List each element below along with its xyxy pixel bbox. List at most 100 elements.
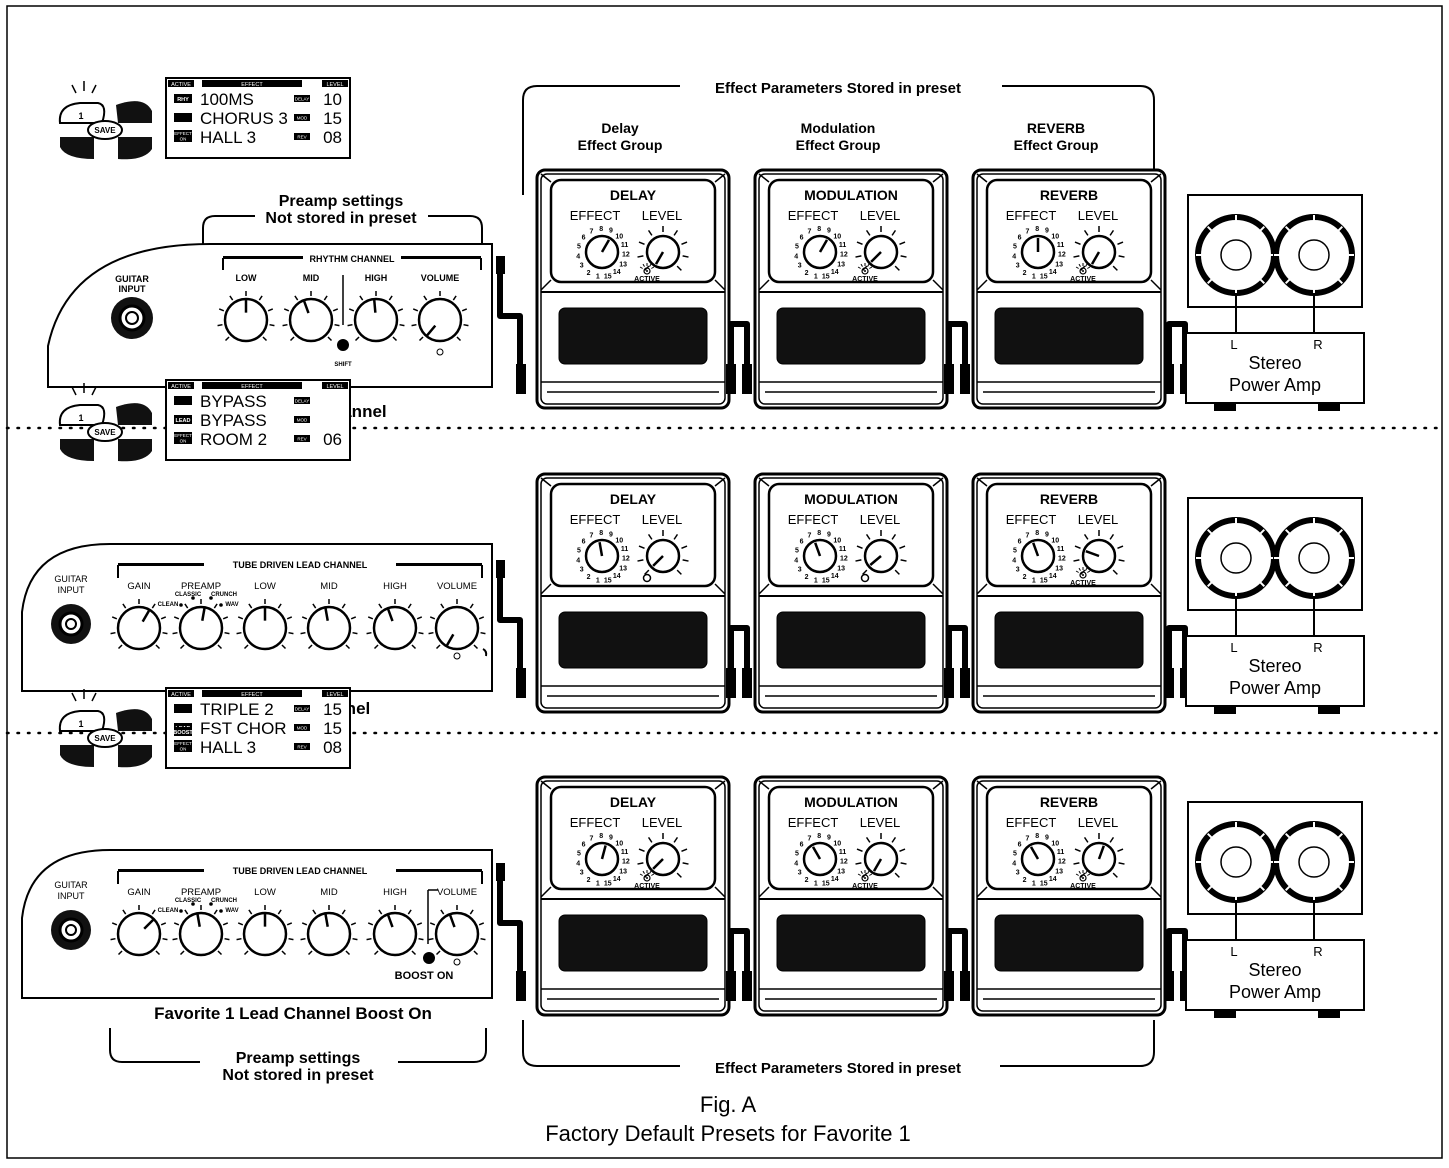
speaker-mark (1207, 833, 1213, 839)
speaker-dustcap (1298, 542, 1330, 574)
dial-number: 8 (1035, 530, 1039, 537)
knob-tick (217, 323, 223, 327)
knob-tick (435, 950, 441, 956)
speaker-mark (1285, 278, 1291, 284)
dial-number: 5 (1013, 850, 1017, 857)
level-tick (865, 836, 871, 843)
preamp-mode-dot (209, 596, 213, 600)
figure-frame (6, 5, 1443, 1159)
dial-number: 2 (587, 574, 591, 581)
power-amp-box (1185, 635, 1365, 707)
knob-tick (350, 616, 357, 620)
knob-tick (407, 603, 412, 609)
lcd-effect-on-badge (174, 130, 192, 142)
knob-tick (282, 323, 288, 327)
knob-body (116, 605, 162, 651)
cable-plug (944, 364, 954, 394)
active-led (861, 874, 869, 882)
cable-preamp-to-delay (497, 568, 523, 670)
pedal-bevel (758, 477, 944, 595)
save-button (87, 728, 123, 748)
cable-reverb-to-amp (1166, 625, 1188, 674)
lcd-line: HALL 3 (200, 738, 256, 757)
dial-number: 9 (609, 835, 613, 842)
active-label: ACTIVE (1070, 276, 1096, 283)
knob-tick (162, 631, 168, 635)
lcd-level: 08 (323, 738, 342, 757)
active-ray (651, 266, 655, 269)
active-ray (857, 873, 861, 876)
preset-button-1-label: 1 (78, 719, 83, 729)
level-tick (638, 848, 645, 853)
channel-title: TUBE DRIVEN LEAD CHANNEL (233, 560, 368, 570)
knob-gain (110, 905, 168, 957)
lcd-tag-text: MOD (297, 418, 308, 423)
active-label: ACTIVE (1070, 883, 1096, 890)
level-tick (900, 862, 907, 865)
speaker-mark (1259, 581, 1265, 587)
knob-label: GAIN (127, 581, 150, 592)
dial-number: 5 (1013, 243, 1017, 250)
level-pointer (870, 251, 882, 263)
dial-number: 1 (814, 274, 818, 281)
active-led (643, 874, 651, 882)
cable-preamp-to-delay (497, 264, 523, 366)
dial-pointer (818, 239, 829, 253)
level-tick (637, 862, 644, 865)
preamp-mode-dot (219, 909, 223, 913)
level-tick (891, 229, 897, 236)
knob-tick (423, 295, 428, 301)
level-tick (1083, 229, 1089, 236)
lcd-header-level (322, 690, 348, 697)
knob-tick (345, 950, 351, 956)
amp-label-stereo: Stereo (1248, 353, 1301, 373)
knob-pointer (387, 608, 394, 622)
pedal-title: REVERB (1040, 187, 1098, 203)
lcd-header-effect (202, 382, 302, 389)
volume-led-mark (482, 648, 488, 657)
knob-tick (281, 950, 287, 956)
dial-number: 2 (587, 270, 591, 277)
cable-plug (742, 971, 752, 1001)
knob-pointer (445, 633, 455, 646)
preamp-mode-dot (179, 603, 183, 607)
preamp-note-top: Preamp settings Not stored in preset (202, 193, 483, 302)
lcd-effect-on-text: EFFECT (174, 433, 192, 438)
lcd-line: BYPASS (200, 411, 267, 430)
cable-plug (496, 560, 505, 578)
lcd-header-effect (202, 690, 302, 697)
knob-body (306, 911, 352, 957)
dial-number: 4 (794, 860, 798, 867)
dial-number: 10 (833, 840, 841, 847)
knob-tick (378, 909, 383, 915)
lcd-header-effect (202, 80, 302, 87)
footswitch-pad (558, 307, 708, 365)
level-tick (637, 255, 644, 258)
active-ray (1087, 570, 1091, 573)
dial-pointer (1032, 542, 1040, 557)
lcd-effect-on-badge (174, 740, 192, 752)
lcd-level: 15 (323, 109, 342, 128)
knob-tick (122, 909, 127, 915)
lcd-tag (294, 95, 310, 102)
save-button (87, 422, 123, 442)
dial-number: 5 (795, 243, 799, 250)
dial-number: 8 (599, 226, 603, 233)
level-tick (647, 229, 653, 236)
lcd-header-level (322, 382, 348, 389)
level-tick (1074, 848, 1081, 853)
group-delay-sub: Effect Group (578, 137, 663, 153)
active-ray (860, 263, 863, 267)
speaker-mark (1285, 833, 1291, 839)
pedal-title: MODULATION (804, 187, 898, 203)
lcd-tag-text: MOD (297, 116, 308, 121)
amp-right-label: R (1313, 337, 1322, 352)
level-tick (644, 569, 650, 575)
active-led-center (1082, 574, 1084, 576)
speaker-mark (1337, 833, 1343, 839)
